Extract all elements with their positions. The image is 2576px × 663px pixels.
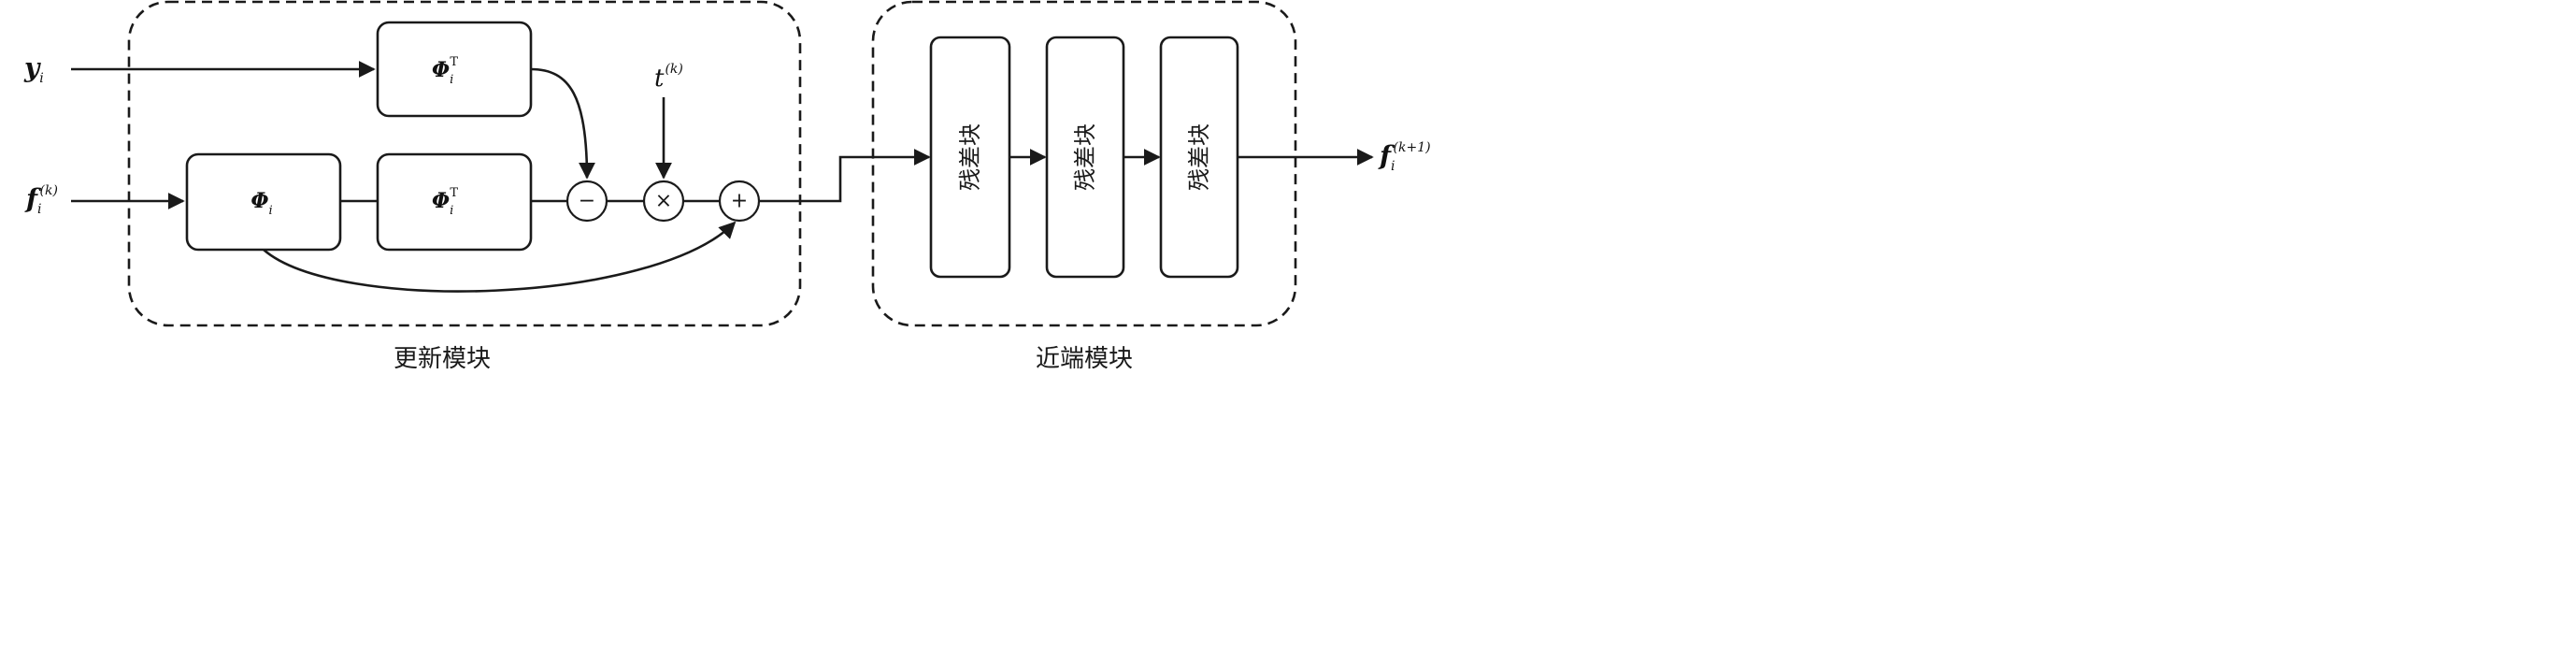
diagram-stage: ΦiT Φi ΦiT − × + 残差块 残差块 残差块: [0, 0, 1444, 374]
f-sup: (k): [40, 183, 58, 198]
phi-sub: i: [269, 204, 273, 218]
times-symbol: ×: [655, 190, 672, 213]
skip-connection-arrow: [263, 221, 737, 293]
proximal-module-group: [871, 0, 1297, 327]
y-sub: i: [39, 71, 43, 86]
t-base: t: [654, 65, 665, 93]
residual-block-3: 残差块: [1159, 36, 1239, 279]
phi-t-top-base: Φ: [432, 58, 450, 82]
phi-t-mid-sup: T: [450, 186, 458, 200]
phi-transpose-mid-block: ΦiT: [376, 152, 533, 252]
update-module-group: [127, 0, 802, 327]
plus-operator: +: [718, 180, 761, 223]
input-y-label: yi: [23, 52, 44, 86]
residual-block-1: 残差块: [929, 36, 1011, 279]
svg-text:ΦiT: ΦiT: [432, 55, 458, 87]
phi-t-mid-base: Φ: [432, 189, 450, 213]
phi-transpose-top-block: ΦiT: [376, 21, 533, 118]
phi-block: Φi: [185, 152, 342, 252]
phi-t-to-minus-arrow: [530, 67, 595, 180]
svg-text:Φi: Φi: [250, 189, 272, 218]
plus-to-proximal-arrow: [760, 149, 931, 203]
out-sup: (k+1): [1394, 140, 1431, 155]
step-t-label: t(k): [654, 62, 683, 93]
update-module-caption: 更新模块: [394, 345, 491, 373]
phi-t-top-sup: T: [450, 55, 458, 69]
input-f-label: fi(k): [24, 183, 58, 217]
phi-t-mid-sub: i: [450, 204, 453, 218]
unrolled-network-diagram: ΦiT Φi ΦiT − × + 残差块 残差块 残差块: [23, 0, 1431, 373]
svg-text:ΦiT: ΦiT: [432, 186, 458, 218]
plus-symbol: +: [731, 190, 748, 213]
out-sub: i: [1391, 159, 1395, 174]
minus-operator: −: [565, 180, 608, 223]
phi-base: Φ: [250, 189, 268, 213]
residual-block-2-label: 残差块: [1072, 123, 1098, 191]
residual-block-3-label: 残差块: [1186, 123, 1212, 191]
y-base: y: [23, 52, 41, 83]
phi-t-top-sub: i: [450, 73, 453, 87]
minus-symbol: −: [579, 190, 595, 213]
proximal-module-caption: 近端模块: [1036, 345, 1133, 373]
f-sub: i: [37, 202, 41, 217]
times-operator: ×: [642, 180, 685, 223]
t-sup: (k): [665, 62, 682, 77]
residual-block-2: 残差块: [1045, 36, 1125, 279]
residual-block-1-label: 残差块: [957, 123, 983, 191]
output-f-label: fi(k+1): [1378, 140, 1431, 174]
